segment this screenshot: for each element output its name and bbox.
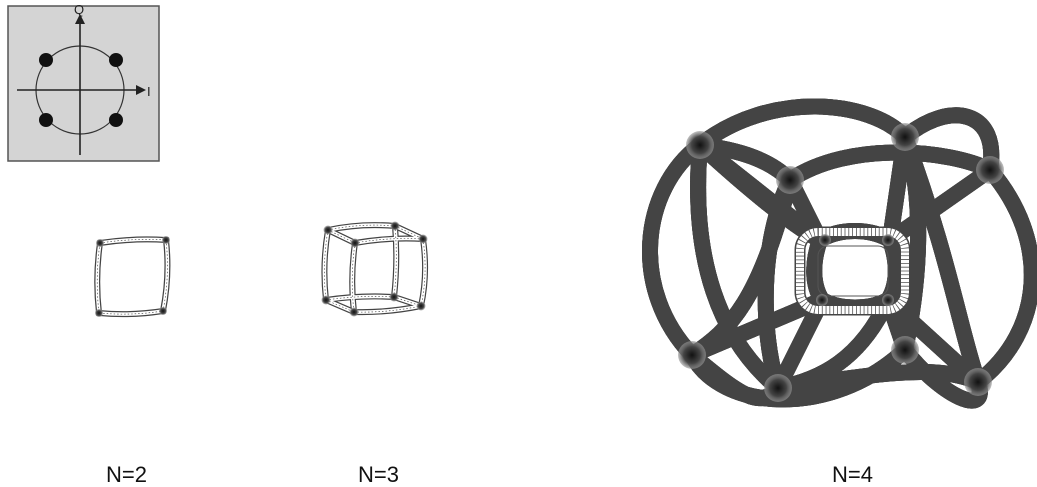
- node: [96, 239, 104, 247]
- constellation-point: [109, 113, 123, 127]
- figure-n4-tesseract: [650, 106, 1032, 402]
- node: [891, 123, 919, 151]
- node: [882, 294, 894, 306]
- node: [776, 166, 804, 194]
- node: [417, 302, 426, 311]
- node: [391, 222, 400, 231]
- node: [419, 235, 428, 244]
- figure-n2-square: [95, 236, 170, 317]
- q-axis-label: Q: [74, 2, 84, 17]
- node: [322, 296, 331, 305]
- constellation-inset: I Q: [8, 2, 159, 161]
- node: [816, 294, 828, 306]
- node: [350, 308, 359, 317]
- node: [678, 341, 706, 369]
- node: [819, 234, 831, 246]
- figure-n3-cube: [322, 222, 428, 317]
- node: [891, 336, 919, 364]
- constellation-point: [109, 53, 123, 67]
- label-n2: N=2: [106, 462, 147, 487]
- label-n3: N=3: [358, 462, 399, 487]
- node: [390, 293, 399, 302]
- constellation-point: [39, 53, 53, 67]
- inner-ring-core: [818, 246, 888, 296]
- label-n4: N=4: [832, 462, 873, 487]
- square-tube-inner: [97, 239, 167, 314]
- i-axis-label: I: [147, 84, 151, 99]
- node: [159, 307, 167, 315]
- node: [324, 226, 333, 235]
- constellation-point: [39, 113, 53, 127]
- node: [976, 156, 1004, 184]
- node: [95, 309, 103, 317]
- square-tube-mesh: [97, 239, 167, 314]
- node: [162, 236, 170, 244]
- node: [882, 234, 894, 246]
- node: [351, 239, 360, 248]
- node: [686, 131, 714, 159]
- inset-background: [8, 6, 159, 161]
- square-tube-outer: [97, 239, 167, 314]
- node: [964, 368, 992, 396]
- node: [764, 374, 792, 402]
